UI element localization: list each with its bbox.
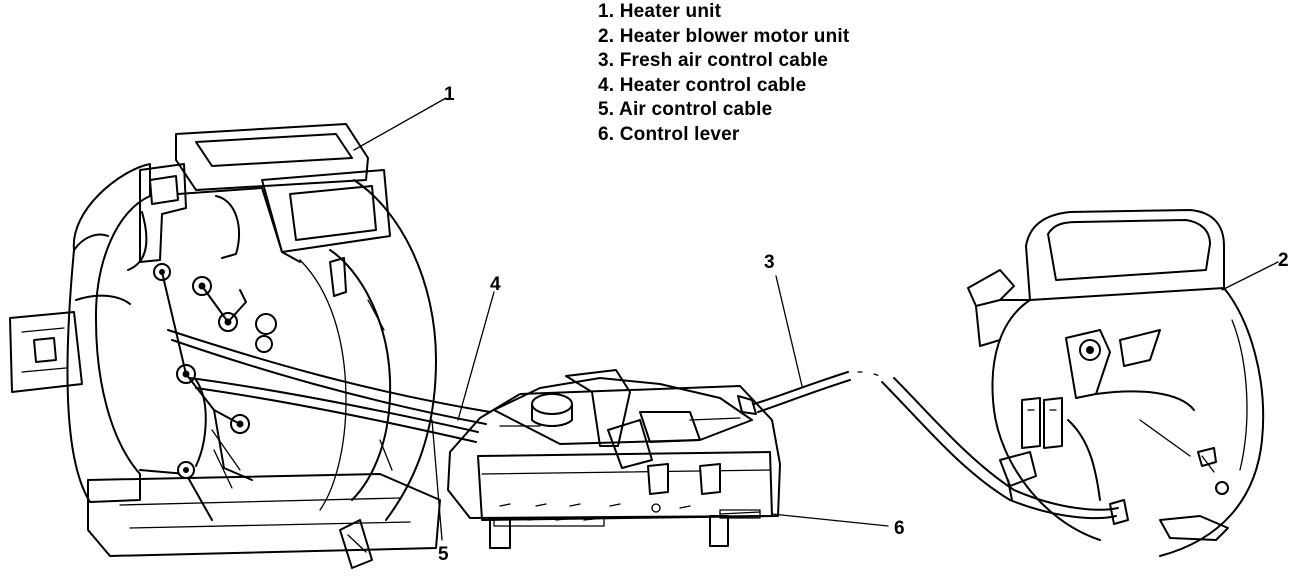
legend-item-4: 4. Heater control cable [598,74,849,99]
legend-label-5: Air control cable [619,99,773,120]
legend-item-2: 2. Heater blower motor unit [598,25,849,50]
leader-2 [1221,261,1279,291]
leader-6 [771,513,889,527]
legend-item-5: 5. Air control cable [598,98,849,123]
leader-5 [431,419,443,541]
callout-3: 3 [764,252,775,273]
leader-4 [457,291,495,421]
callout-2: 2 [1278,250,1289,271]
leader-3 [775,275,803,387]
legend-label-3: Fresh air control cable [619,50,829,71]
legend-label-2: Heater blower motor unit [619,25,850,47]
legend-item-3: 3. Fresh air control cable [598,49,849,74]
control-cables [167,329,1129,525]
legend-number-2: 2. [598,25,615,47]
callout-5: 5 [438,544,449,565]
legend-number-3: 3. [598,50,615,71]
parts-legend: 1. Heater unit 2. Heater blower motor un… [598,0,849,147]
callout-1: 1 [444,84,455,105]
legend-number-5: 5. [598,99,615,120]
legend-label-1: Heater unit [619,1,722,22]
legend-number-4: 4. [598,74,615,96]
legend-label-4: Heater control cable [619,74,807,96]
control-lever-unit [447,369,781,549]
blower-motor-unit [967,209,1265,557]
callout-6: 6 [894,518,905,539]
legend-number-6: 6. [598,123,615,145]
callout-4: 4 [490,274,501,295]
heater-unit [9,123,441,569]
legend-item-1: 1. Heater unit [598,0,849,25]
legend-number-1: 1. [598,1,615,22]
legend-item-6: 6. Control lever [598,123,849,148]
legend-label-6: Control lever [619,123,740,145]
leader-1 [353,97,447,151]
callout-leaders [353,97,1279,541]
